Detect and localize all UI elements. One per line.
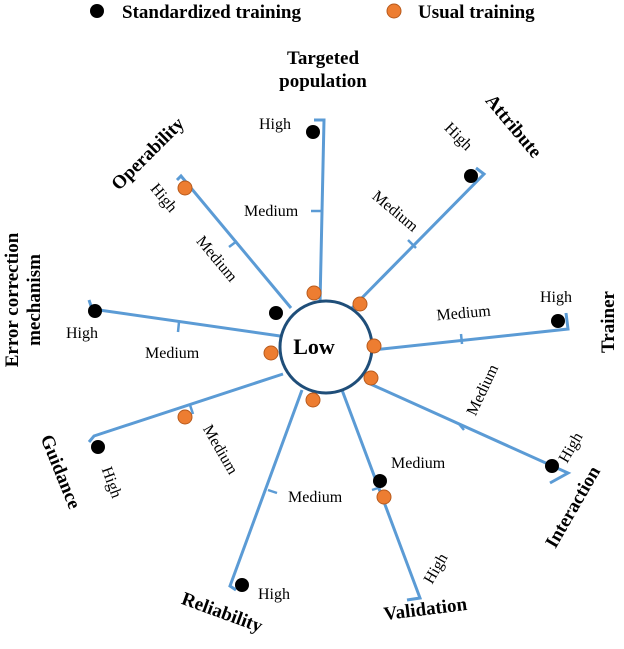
legend: Standardized training Usual training xyxy=(90,2,535,23)
high-label-operability: High xyxy=(147,180,181,215)
usual-marker-guidance xyxy=(177,409,193,425)
label-operability: Operability xyxy=(107,113,189,195)
usual-marker-trainer xyxy=(366,338,382,354)
center-label: Low xyxy=(293,334,335,359)
usual-marker-interaction xyxy=(363,370,379,386)
spoke-reliability xyxy=(228,389,304,592)
legend-usual-marker xyxy=(386,3,402,19)
label-targeted-population-line2: population xyxy=(279,71,367,92)
usual-marker-attribute xyxy=(352,296,368,312)
tick-guidance xyxy=(188,404,195,415)
standardized-marker-targeted-population xyxy=(306,125,320,139)
spoke-operability xyxy=(175,173,293,309)
medium-label-interaction: Medium xyxy=(464,361,503,418)
label-targeted-population-line1: Targeted xyxy=(287,48,360,69)
tick-error-correction xyxy=(176,321,181,333)
standardized-marker-trainer xyxy=(551,314,565,328)
label-error-correction-line2: mechanism xyxy=(24,254,45,346)
label-validation: Validation xyxy=(382,594,468,625)
medium-ticks xyxy=(176,209,465,495)
standardized-marker-guidance xyxy=(91,440,105,454)
label-guidance: Guidance xyxy=(36,432,85,512)
legend-standardized-label: Standardized training xyxy=(122,2,301,23)
spoke-trainer xyxy=(372,312,570,352)
high-label-reliability: High xyxy=(258,586,290,603)
medium-label-guidance: Medium xyxy=(199,422,241,478)
standardized-marker-validation xyxy=(373,474,387,488)
standardized-marker-interaction xyxy=(545,459,559,473)
medium-label-validation: Medium xyxy=(391,455,446,472)
label-trainer: Trainer xyxy=(598,290,619,352)
medium-label-error-correction: Medium xyxy=(145,345,200,362)
high-label-validation: High xyxy=(421,551,452,587)
usual-marker-validation xyxy=(376,489,392,505)
spoke-error-correction xyxy=(87,299,288,339)
high-label-targeted-population: High xyxy=(259,116,291,133)
spoke-validation xyxy=(340,389,423,602)
usual-marker-operability xyxy=(177,180,193,196)
label-interaction: Interaction xyxy=(541,462,605,551)
usual-marker-reliability xyxy=(305,392,321,408)
label-error-correction-line1: Error correction xyxy=(2,232,23,367)
label-reliability: Reliability xyxy=(179,589,266,638)
label-attribute: Attribute xyxy=(481,91,546,163)
high-label-guidance: High xyxy=(98,465,125,501)
usual-marker-error-correction xyxy=(263,345,279,361)
high-label-trainer: High xyxy=(540,289,572,306)
medium-label-attribute: Medium xyxy=(369,188,422,236)
standardized-marker-error-correction xyxy=(88,304,102,318)
spoke-targeted-population xyxy=(317,118,326,305)
spoke-interaction xyxy=(365,380,572,485)
high-label-attribute: High xyxy=(441,119,476,154)
high-label-interaction: High xyxy=(556,430,587,466)
legend-usual-label: Usual training xyxy=(418,2,535,23)
medium-label-reliability: Medium xyxy=(288,489,343,506)
tick-operability xyxy=(228,240,238,248)
standardized-marker-reliability xyxy=(235,578,249,592)
tick-interaction xyxy=(458,423,465,431)
high-label-error-correction: High xyxy=(66,325,98,342)
tick-reliability xyxy=(267,488,278,495)
tick-trainer xyxy=(459,333,464,345)
standardized-marker-operability xyxy=(269,306,283,320)
medium-label-targeted-population: Medium xyxy=(244,203,299,220)
usual-marker-targeted-population xyxy=(306,285,322,301)
standardized-markers xyxy=(88,125,565,592)
legend-standardized-marker xyxy=(90,4,104,18)
spoke-attribute xyxy=(350,166,487,310)
standardized-marker-attribute xyxy=(464,169,478,183)
spoke-guidance xyxy=(87,372,284,443)
medium-label-trainer: Medium xyxy=(436,303,492,325)
tick-attribute xyxy=(407,239,417,249)
usual-markers xyxy=(177,180,392,505)
